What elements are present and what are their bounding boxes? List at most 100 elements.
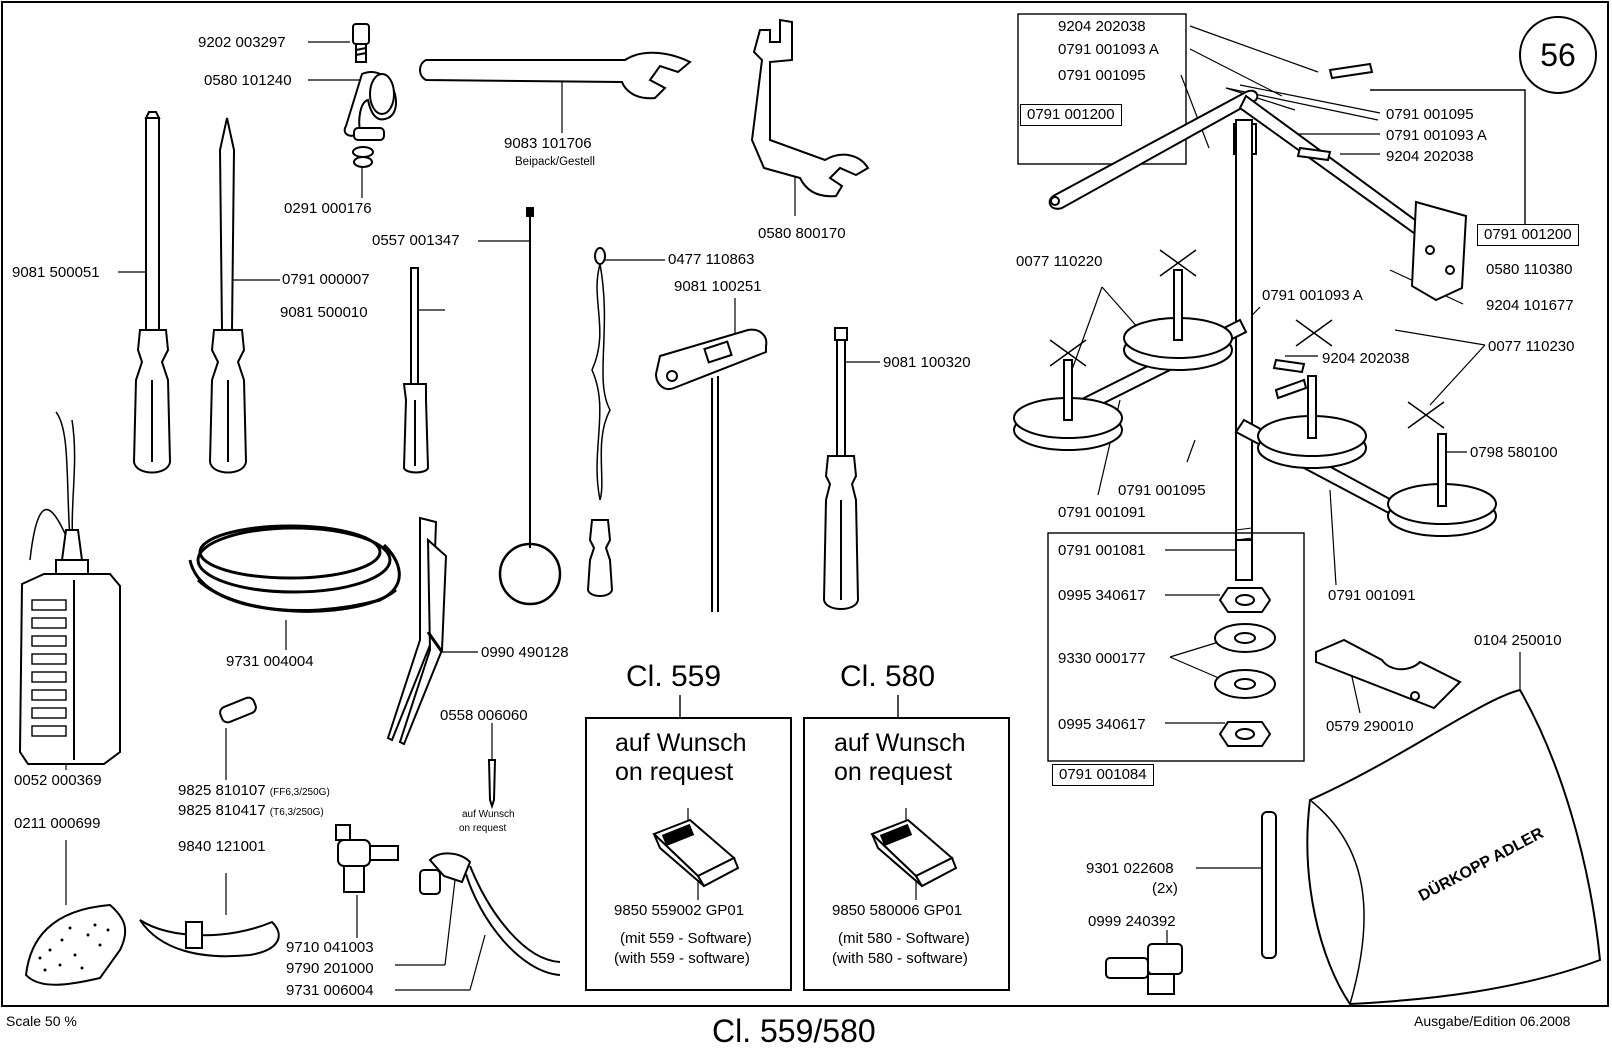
awl-0791-000007: [208, 117, 248, 474]
thread-stand-plate: [1410, 200, 1468, 302]
needle-0558-006060: [487, 759, 497, 810]
dongle-559: [652, 818, 740, 888]
thread-guides: [1049, 249, 1445, 429]
label-9081-500010: 9081 500010: [280, 304, 368, 321]
panel-559-note1: (mit 559 - Software): [620, 930, 752, 947]
screwdriver-9081-500010: [402, 267, 430, 474]
label-0580-101240: 0580 101240: [204, 72, 292, 89]
label-0990-490128: 0990 490128: [481, 644, 569, 661]
socket-screw-9202-003297: [352, 23, 370, 63]
threader-0477-110863: [586, 247, 614, 597]
boxed-label-0791-001200-right: 0791 001200: [1477, 224, 1579, 246]
panel-559-line2: on request: [615, 758, 734, 786]
label-0798-580100: 0798 580100: [1470, 444, 1558, 461]
label-9204-101677: 9204 101677: [1486, 297, 1574, 314]
label-9204-202038-top: 9204 202038: [1058, 18, 1146, 35]
label-0791-001093a-right: 0791 001093 A: [1386, 127, 1487, 144]
dongle-580: [870, 818, 958, 888]
label-9330-000177: 9330 000177: [1058, 650, 1146, 667]
clamp-ring-0580-101240: [343, 71, 397, 141]
label-9710-041003: 9710 041003: [286, 939, 374, 956]
label-9840-121001: 9840 121001: [178, 838, 266, 855]
panel-580-title: Cl. 580: [840, 660, 936, 693]
label-0558-006060: 0558 006060: [440, 707, 528, 724]
label-0791-001081: 0791 001081: [1058, 542, 1146, 559]
panel-559-title: Cl. 559: [626, 660, 722, 693]
label-9790-201000: 9790 201000: [286, 960, 374, 977]
label-0579-290010: 0579 290010: [1326, 718, 1414, 735]
scale-note: Scale 50 %: [6, 1013, 77, 1029]
fitting-0999-240392: [1105, 943, 1183, 995]
plate-0579-290010: [1315, 638, 1462, 710]
label-0580-800170: 0580 800170: [758, 225, 846, 242]
label-0557-001347: 0557 001347: [372, 232, 460, 249]
bracket-frame-callout: [1017, 13, 1526, 245]
screwdriver-9081-500051: [132, 111, 172, 474]
tube-coil-9731-004004: [188, 524, 401, 613]
pin-9301-022608: [1261, 811, 1277, 959]
label-0052-000369: 0052 000369: [14, 772, 102, 789]
label-0580-110380: 0580 110380: [1486, 261, 1573, 278]
panel-580-part: 9850 580006 GP01: [832, 902, 963, 919]
label-0291-000176: 0291 000176: [284, 200, 372, 217]
label-9301-022608: 9301 022608: [1086, 860, 1174, 877]
edition-note: Ausgabe/Edition 06.2008: [1414, 1013, 1571, 1029]
loop-tool-0557-001347: [498, 207, 562, 606]
boxed-label-0791-001200-left: 0791 001200: [1020, 104, 1122, 126]
nut-washer-stack: [1214, 587, 1276, 747]
label-qty-2x: (2x): [1152, 880, 1178, 897]
label-9081-100251: 9081 100251: [674, 278, 762, 295]
label-beipack-gestell: Beipack/Gestell: [515, 156, 595, 168]
label-9731-006004: 9731 006004: [286, 982, 374, 999]
label-9204-202038-right: 9204 202038: [1386, 148, 1474, 165]
spool-pins: [1063, 269, 1447, 507]
label-0791-001095-top: 0791 001095: [1058, 67, 1146, 84]
label-0995-340617-bottom: 0995 340617: [1058, 716, 1146, 733]
label-auf-wunsch-small: auf Wunsch: [462, 809, 515, 820]
label-9825-810107: 9825 810107 (FF6,3/250G): [178, 782, 330, 799]
wrench-9083-101706: [419, 51, 692, 100]
fitting-9710-041003: [335, 824, 399, 893]
fitting-9790-201000: [419, 852, 472, 895]
label-0477-110863: 0477 110863: [668, 251, 755, 268]
class-title: Cl. 559/580: [712, 1013, 876, 1049]
nut-assembly-callout: [1047, 532, 1305, 762]
label-on-request-small: on request: [459, 823, 507, 834]
panel-559-note2: (with 559 - software): [614, 950, 750, 967]
label-0791-000007: 0791 000007: [282, 271, 370, 288]
label-0791-001095-right: 0791 001095: [1386, 106, 1474, 123]
boxed-label-0791-001084: 0791 001084: [1052, 764, 1154, 786]
hex-driver-9081-100320: [822, 327, 860, 610]
label-9081-100320: 9081 100320: [883, 354, 971, 371]
label-0104-250010: 0104 250010: [1474, 632, 1562, 649]
label-9081-500051: 9081 500051: [12, 264, 100, 281]
label-0211-000699: 0211 000699: [14, 815, 101, 832]
label-0077-110220: 0077 110220: [1016, 253, 1103, 270]
washer-0291-000176: [352, 146, 374, 168]
panel-580-line1: auf Wunsch: [834, 729, 966, 757]
desiccant-bag-0211-000699: [24, 903, 127, 986]
label-0999-240392: 0999 240392: [1088, 913, 1176, 930]
label-9083-101706: 9083 101706: [504, 135, 592, 152]
page-number: 56: [1519, 16, 1597, 94]
label-9202-003297: 9202 003297: [198, 34, 286, 51]
label-0791-001093a-mid: 0791 001093 A: [1262, 287, 1363, 304]
thread-stand-pole: [1235, 119, 1253, 581]
cable-tie-9840-121001: [139, 919, 280, 958]
t-handle-key-9081-100251: [654, 328, 768, 612]
label-9825-810417: 9825 810417 (T6,3/250G): [178, 802, 324, 819]
drawing-frame: [1, 1, 1609, 1007]
small-screws: [1272, 62, 1374, 400]
label-0791-001091-right: 0791 001091: [1328, 587, 1416, 604]
label-0791-001095-mid: 0791 001095: [1118, 482, 1206, 499]
panel-559-line1: auf Wunsch: [615, 729, 747, 757]
panel-580-note1: (mit 580 - Software): [838, 930, 970, 947]
panel-559-part: 9850 559002 GP01: [614, 902, 745, 919]
label-0791-001091-left: 0791 001091: [1058, 504, 1146, 521]
label-0077-110230: 0077 110230: [1488, 338, 1575, 355]
hose-9731-006004: [465, 865, 561, 976]
dust-cover-0104-250010: [1306, 688, 1602, 1006]
label-9204-202038-mid: 9204 202038: [1322, 350, 1410, 367]
panel-580-line2: on request: [834, 758, 953, 786]
